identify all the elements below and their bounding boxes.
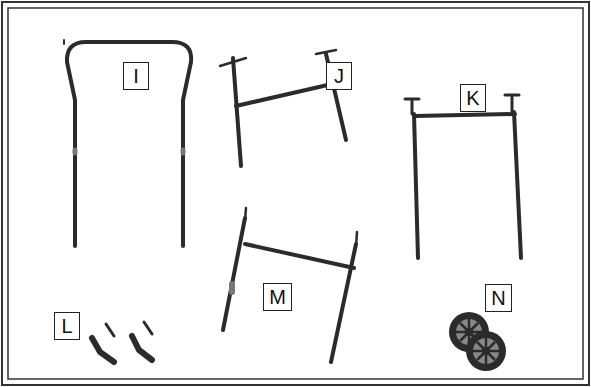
part-letter-box: I	[123, 62, 149, 90]
part-letter-box: M	[263, 283, 292, 311]
frame-part-m	[223, 208, 357, 362]
frame-part-i	[64, 40, 191, 246]
part-letter-box: J	[326, 62, 352, 90]
part-letter-box: N	[485, 284, 512, 312]
part-letter: N	[491, 288, 505, 308]
inner-frame	[8, 8, 583, 379]
part-letter: I	[133, 66, 139, 86]
handle-part-l	[92, 322, 152, 362]
part-letter-box: L	[54, 312, 80, 340]
part-letter: L	[61, 316, 72, 336]
part-letter-box: K	[460, 84, 486, 112]
part-letter: K	[466, 88, 479, 108]
part-letter: M	[269, 287, 286, 307]
part-letter: J	[334, 66, 344, 86]
wheel-part-n	[449, 312, 506, 371]
frame-part-k	[405, 95, 521, 258]
